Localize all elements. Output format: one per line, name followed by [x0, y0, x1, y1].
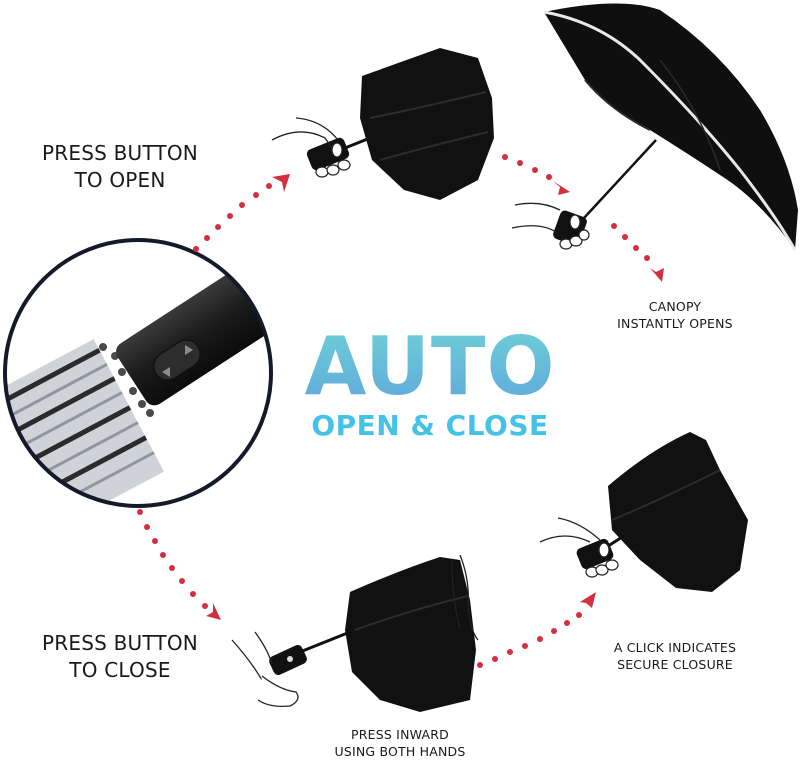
arrow-to-open-umbrella-icon: [502, 154, 570, 195]
headline-open-close: OPEN & CLOSE: [311, 409, 549, 442]
arrow-to-press-inward-icon: [137, 509, 221, 620]
open-umbrella-illustration: [511, 3, 798, 251]
arrow-right-glyph-icon: [185, 345, 193, 355]
arrow-to-canopy-text-icon: [611, 223, 664, 282]
press-button-close-line2: TO CLOSE: [69, 658, 171, 682]
press-inward-line2: USING BOTH HANDS: [334, 744, 466, 759]
click-indicates-label: A CLICK INDICATES SECURE CLOSURE: [590, 639, 760, 673]
closeup-circle-border: [3, 238, 273, 508]
canopy-opens-line1: CANOPY: [648, 299, 702, 314]
arrow-left-glyph-icon: [162, 367, 170, 377]
canopy-opens-line2: INSTANTLY OPENS: [617, 316, 733, 331]
press-button-open-label: PRESS BUTTON TO OPEN: [30, 140, 210, 194]
click-indicates-line2: SECURE CLOSURE: [617, 657, 733, 672]
press-button-close-label: PRESS BUTTON TO CLOSE: [30, 630, 210, 684]
dotted-arrows: [137, 154, 664, 668]
press-button-close-line1: PRESS BUTTON: [42, 631, 198, 655]
headline-auto: AUTO: [300, 326, 560, 408]
press-button-open-line1: PRESS BUTTON: [42, 141, 198, 165]
folded-umbrella-open-illustration: [271, 48, 494, 200]
press-button-open-line2: TO OPEN: [74, 168, 166, 192]
arrow-to-press-open-icon: [193, 174, 290, 252]
canopy-opens-label: CANOPY INSTANTLY OPENS: [590, 298, 760, 332]
press-inward-umbrella-illustration: [231, 554, 479, 712]
handle-closeup-illustration: [3, 238, 273, 508]
press-inward-line1: PRESS INWARD: [351, 727, 449, 742]
press-inward-label: PRESS INWARD USING BOTH HANDS: [320, 726, 480, 760]
folded-umbrella-click-illustration: [539, 432, 748, 592]
click-indicates-line1: A CLICK INDICATES: [613, 640, 737, 655]
arrow-to-secure-closure-icon: [477, 592, 596, 668]
